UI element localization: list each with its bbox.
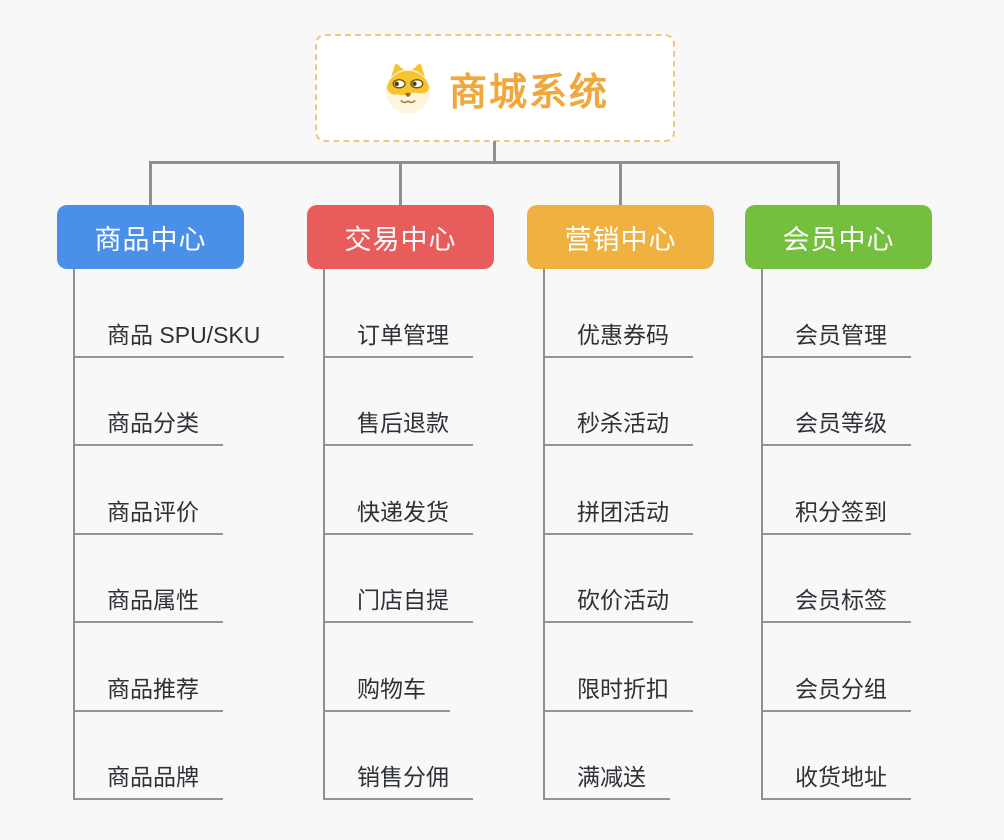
branch-header-product-center[interactable]: 商品中心 [57,205,244,269]
leaf-label: 会员分组 [795,675,887,702]
leaf-node-coupon-code[interactable]: 优惠券码 [545,269,693,358]
leaf-node-limited-time-discount[interactable]: 限时折扣 [545,623,693,712]
leaf-label: 拼团活动 [577,498,669,525]
connector-spine [149,161,840,164]
branch-children-product-center: 商品 SPU/SKU 商品分类 商品评价 商品属性 商品推荐 商品品牌 [73,269,285,800]
leaf-label: 会员标签 [795,587,887,613]
leaf-node-points-checkin[interactable]: 积分签到 [763,446,911,535]
connector-drop-marketing [619,161,622,206]
leaf-label: 会员等级 [795,410,887,436]
leaf-node-member-level[interactable]: 会员等级 [763,358,911,446]
leaf-node-full-reduction[interactable]: 满减送 [545,712,670,800]
leaf-node-order-management[interactable]: 订单管理 [325,269,473,358]
branch-title: 商品中心 [94,224,207,255]
branch-header-trade-center[interactable]: 交易中心 [307,205,494,269]
leaf-node-product-recommend[interactable]: 商品推荐 [75,623,223,712]
branch-title: 会员中心 [782,224,895,255]
leaf-node-member-group[interactable]: 会员分组 [763,623,911,712]
branch-children-member-center: 会员管理 会员等级 积分签到 会员标签 会员分组 收货地址 [761,269,911,800]
leaf-label: 商品 SPU/SKU [107,321,261,348]
leaf-label: 商品评价 [107,498,199,525]
doge-icon [386,63,430,114]
leaf-label: 商品分类 [107,410,199,436]
leaf-label: 会员管理 [795,321,887,348]
branch-children-trade-center: 订单管理 售后退款 快递发货 门店自提 购物车 销售分佣 [323,269,473,800]
branch-title: 交易中心 [344,224,457,255]
leaf-node-member-tag[interactable]: 会员标签 [763,535,911,623]
leaf-label: 满减送 [577,764,646,790]
branch-children-marketing-center: 优惠券码 秒杀活动 拼团活动 砍价活动 限时折扣 满减送 [543,269,693,800]
leaf-label: 砍价活动 [577,587,669,613]
leaf-label: 积分签到 [795,498,887,525]
leaf-label: 收货地址 [795,764,887,790]
leaf-node-product-attribute[interactable]: 商品属性 [75,535,223,623]
leaf-node-shopping-cart[interactable]: 购物车 [325,623,450,712]
root-title: 商城系统 [448,71,609,114]
branch-title: 营销中心 [564,224,677,255]
leaf-node-store-pickup[interactable]: 门店自提 [325,535,473,623]
leaf-node-express-delivery[interactable]: 快递发货 [325,446,473,535]
leaf-node-bargain-activity[interactable]: 砍价活动 [545,535,693,623]
leaf-label: 销售分佣 [357,764,449,790]
connector-drop-product [149,161,152,206]
leaf-label: 秒杀活动 [577,410,669,436]
branch-header-marketing-center[interactable]: 营销中心 [527,205,714,269]
leaf-label: 商品属性 [107,587,199,613]
connector-drop-trade [399,161,402,206]
root-node-mall-system[interactable]: 商城系统 [315,34,675,142]
leaf-label: 订单管理 [357,321,449,348]
leaf-node-product-category[interactable]: 商品分类 [75,358,223,446]
leaf-label: 快递发货 [357,498,449,525]
leaf-node-product-review[interactable]: 商品评价 [75,446,223,535]
leaf-label: 商品品牌 [107,764,199,790]
leaf-node-member-management[interactable]: 会员管理 [763,269,911,358]
leaf-label: 售后退款 [357,410,449,436]
leaf-node-group-buy[interactable]: 拼团活动 [545,446,693,535]
leaf-node-product-brand[interactable]: 商品品牌 [75,712,223,800]
leaf-node-sales-commission[interactable]: 销售分佣 [325,712,473,800]
leaf-node-product-spu-sku[interactable]: 商品 SPU/SKU [75,269,285,358]
leaf-label: 购物车 [357,675,426,702]
leaf-node-flash-sale[interactable]: 秒杀活动 [545,358,693,446]
connector-root-stem [493,141,496,164]
leaf-label: 商品推荐 [107,675,199,702]
leaf-label: 门店自提 [357,587,449,613]
leaf-label: 优惠券码 [577,321,669,348]
branch-header-member-center[interactable]: 会员中心 [745,205,932,269]
leaf-node-shipping-address[interactable]: 收货地址 [763,712,911,800]
leaf-node-aftersale-refund[interactable]: 售后退款 [325,358,473,446]
connector-drop-member [837,161,840,206]
leaf-label: 限时折扣 [577,675,669,702]
